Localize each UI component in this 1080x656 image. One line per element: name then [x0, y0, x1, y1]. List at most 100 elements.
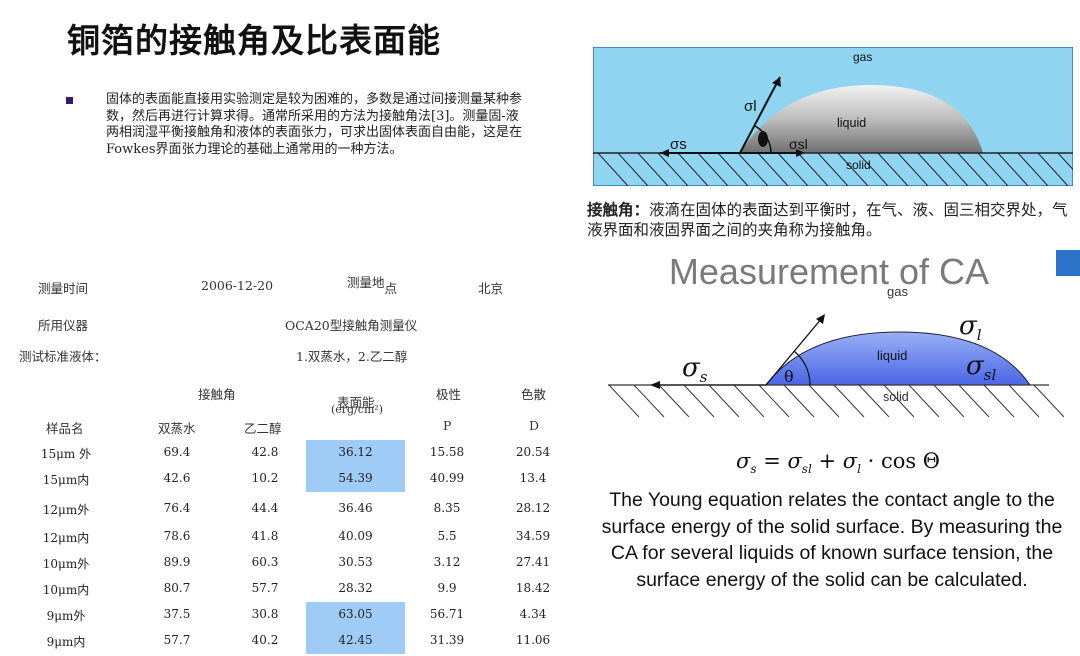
cell-energy: 28.32: [338, 581, 373, 595]
cell-energy: 40.09: [338, 529, 373, 543]
cell-glycol: 40.2: [251, 633, 279, 647]
cell-p: 8.35: [433, 501, 461, 515]
cell-d: 34.59: [515, 529, 551, 543]
theta-label: θ: [784, 367, 794, 386]
cell-p: 15.58: [429, 445, 465, 459]
cell-energy: 30.53: [338, 555, 373, 569]
cell-water: 69.4: [163, 445, 191, 459]
cell-water: 80.7: [163, 581, 191, 595]
cell-name: 9μm内: [46, 635, 86, 649]
cell-water: 78.6: [163, 529, 191, 543]
cell-water: 37.5: [163, 607, 191, 621]
slide-accent-block: [1056, 250, 1080, 276]
cell-d: 4.34: [519, 607, 547, 621]
caption-text: 液滴在固体的表面达到平衡时，在气、液、固三相交界处，气液界面和液固界面之间的夹角…: [587, 201, 1068, 239]
energy-highlight: [306, 602, 405, 628]
sigma-s-symbol: σs: [682, 353, 708, 386]
liquid-label-meta: 测试标准液体：: [19, 349, 107, 364]
sigma-l-label: σl: [744, 98, 757, 115]
cell-glycol: 42.8: [251, 445, 279, 459]
place-label: 测量地点: [347, 275, 398, 296]
sigma-sl-label: σsl: [789, 136, 808, 152]
liquid-value: 1.双蒸水，2.乙二醇: [296, 349, 408, 364]
cell-name: 10μm外: [42, 557, 90, 571]
energy-highlight: [306, 628, 405, 654]
cell-d: 20.54: [515, 445, 551, 459]
caption-term: 接触角：: [587, 200, 650, 219]
energy-highlight: [306, 440, 405, 466]
cell-energy: 36.46: [338, 501, 373, 515]
header-contact-angle: 接触角: [198, 387, 236, 402]
header-water: 双蒸水: [158, 421, 196, 436]
cell-glycol: 10.2: [251, 471, 279, 485]
cell-name: 15μm 外: [40, 447, 92, 461]
header-polar: 极性: [436, 387, 462, 402]
liquid-label: liquid: [837, 116, 866, 130]
gas-label-2: gas: [887, 284, 908, 299]
cell-p: 31.39: [429, 633, 465, 647]
cell-glycol: 57.7: [251, 581, 279, 595]
header-glycol: 乙二醇: [244, 421, 282, 436]
cell-energy: 63.05: [338, 607, 373, 621]
cell-name: 10μm内: [42, 583, 90, 597]
sigma-s-label: σs: [670, 136, 687, 153]
cell-p: 56.71: [429, 607, 465, 621]
cell-d: 27.41: [515, 555, 551, 569]
header-sample: 样品名: [46, 421, 84, 436]
header-surface-energy: 表面能: [337, 395, 375, 410]
cell-glycol: 44.4: [251, 501, 279, 515]
cell-water: 57.7: [163, 633, 191, 647]
cell-name: 9μm外: [46, 609, 86, 623]
cell-water: 42.6: [163, 471, 191, 485]
intro-paragraph: 固体的表面能直接用实验测定是较为困难的，多数是通过间接测量某种参数，然后再进行计…: [106, 92, 523, 157]
liquid-label-2: liquid: [877, 348, 907, 363]
cell-d: 13.4: [519, 471, 547, 485]
cell-water: 89.9: [163, 555, 191, 569]
place-value: 北京: [478, 281, 504, 296]
cell-energy: 42.45: [338, 633, 373, 647]
sigma-l-symbol: σl: [959, 311, 982, 344]
theta-arc: [793, 350, 811, 386]
cell-p: 5.5: [437, 529, 457, 543]
instrument-label: 所用仪器: [38, 318, 89, 333]
cell-glycol: 60.3: [251, 555, 279, 569]
header-d: D: [529, 418, 540, 433]
young-equation: σs = σsl + σl · cos Θ: [736, 449, 941, 477]
cell-glycol: 30.8: [251, 607, 279, 621]
solid-hatch-2: [608, 385, 1064, 417]
cell-name: 15μm内: [42, 473, 90, 487]
time-label: 测量时间: [38, 281, 89, 296]
cell-p: 40.99: [429, 471, 465, 485]
cell-name: 12μm外: [42, 503, 90, 517]
cell-energy: 54.39: [338, 471, 373, 485]
page-title: 铜箔的接触角及比表面能: [67, 21, 441, 60]
theta-mark: [758, 131, 768, 147]
gas-label: gas: [853, 50, 872, 64]
energy-highlight: [306, 466, 405, 492]
cell-name: 12μm内: [42, 531, 90, 545]
sigma-l-arrow: [739, 76, 781, 154]
measurement-ca-diagram: Measurement of CA gas liquid solid θ σs …: [608, 252, 1064, 417]
header-p: P: [443, 418, 452, 433]
header-energy-unit: (erg/cm²): [331, 403, 384, 416]
instrument-value: OCA20型接触角测量仪: [285, 318, 418, 333]
young-description: The Young equation relates the contact a…: [601, 489, 1063, 591]
liquid-droplet-2: [764, 331, 1031, 386]
liquid-droplet: [740, 85, 983, 153]
contact-angle-diagram: gas liquid solid σl σs σsl: [593, 47, 1073, 186]
cell-energy: 36.12: [338, 445, 373, 459]
measurement-heading: Measurement of CA: [669, 252, 989, 292]
cell-glycol: 41.8: [251, 529, 279, 543]
cell-d: 11.06: [515, 633, 551, 647]
contact-angle-caption: 接触角：液滴在固体的表面达到平衡时，在气、液、固三相交界处，气液界面和液固界面之…: [587, 200, 1075, 240]
solid-hatch: [597, 153, 1073, 186]
solid-label: solid: [846, 158, 871, 172]
cell-d: 28.12: [515, 501, 551, 515]
cell-p: 3.12: [433, 555, 461, 569]
bullet-square-icon: [66, 97, 73, 104]
cell-d: 18.42: [515, 581, 551, 595]
solid-label-2: solid: [883, 390, 909, 404]
cell-water: 76.4: [163, 501, 191, 515]
header-dispersion: 色散: [521, 387, 547, 402]
time-value: 2006-12-20: [201, 278, 274, 293]
